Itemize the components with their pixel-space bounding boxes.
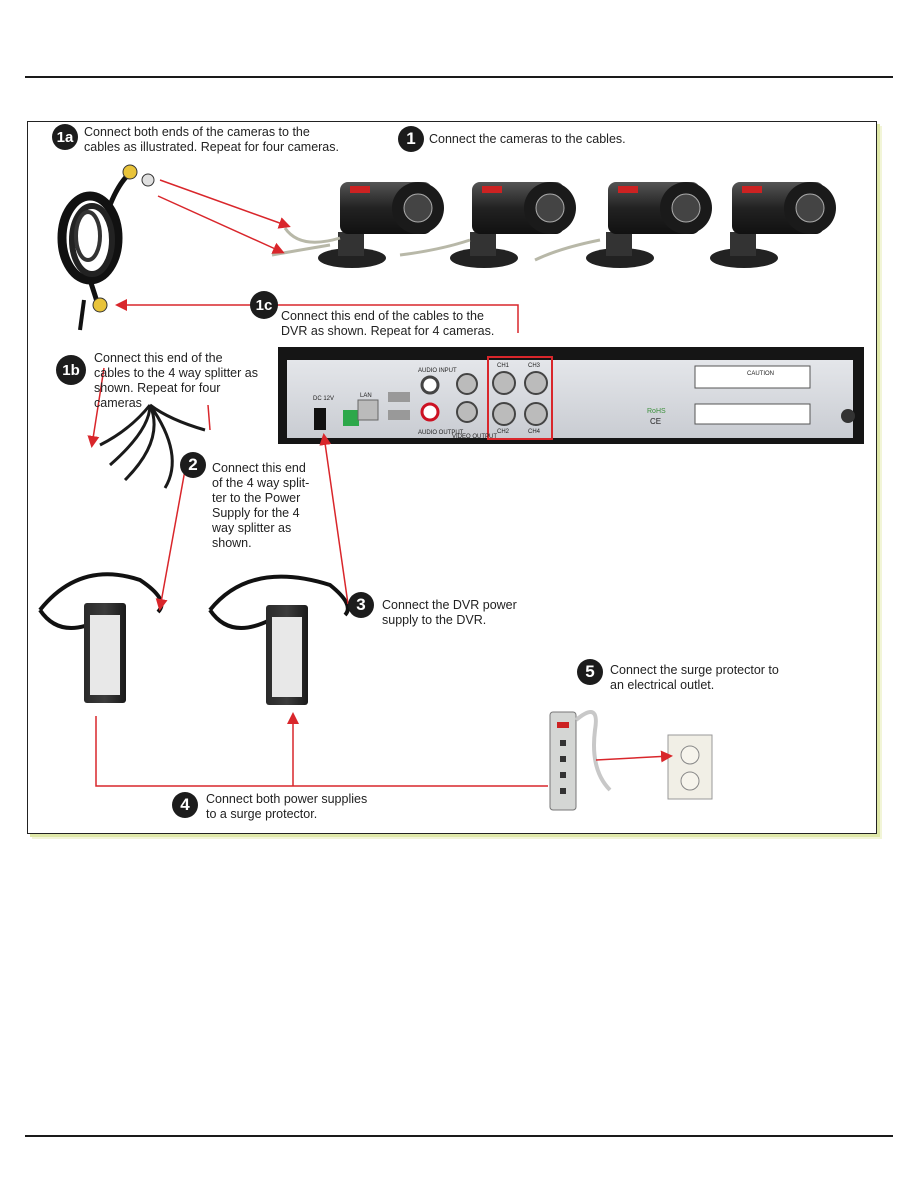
ch4-label: CH4 [528,429,541,435]
rohs-label: RoHS [647,408,666,415]
ch3-label: CH3 [528,363,541,369]
step-badge-1: 1 [398,126,424,152]
lan-label: LAN [360,393,372,399]
ch2-label: CH2 [497,429,510,435]
audio-input-label: AUDIO INPUT [418,368,457,374]
power-supply-dvr [208,574,350,705]
video-output-label: VIDEO OUTPUT [452,434,497,440]
connection-arrows [87,179,673,787]
step-badge-3: 3 [348,592,374,618]
ce-label: CE [650,417,661,426]
wall-outlet [667,734,713,800]
security-cameras [271,182,836,268]
step-4-caption: Connect both power supplies to a surge p… [206,792,368,821]
step-1a-caption: Connect both ends of the cameras to the … [84,125,339,154]
caution-label: CAUTION [747,371,774,377]
cable-coil [57,164,155,331]
header-rule [25,76,893,78]
step-3-caption: Connect the DVR power supply to the DVR. [382,598,517,627]
footer-rule [25,1135,893,1137]
step-5-caption: Connect the surge protector to an electr… [610,663,779,692]
step-1b-caption: Connect this end of the cables to the 4 … [94,351,258,410]
step-badge-1b: 1b [56,355,86,385]
dc-label: DC 12V [313,396,334,402]
step-badge-4: 4 [172,792,198,818]
dvr-port-labels: DC 12V LAN AUDIO INPUT AUDIO OUTPUT VIDE… [313,363,774,440]
ch1-label: CH1 [497,363,510,369]
step-badge-1a: 1a [52,124,78,150]
step-badge-5: 5 [577,659,603,685]
step-badge-1c: 1c [250,291,278,319]
surge-protector [549,710,612,811]
power-supply-splitter [38,572,164,703]
step-1-caption: Connect the cameras to the cables. [429,132,626,146]
dvr-rear-panel [278,347,864,444]
step-1c-caption: Connect this end of the cables to the DV… [281,309,495,338]
step-2-caption: Connect this end of the 4 way split- ter… [212,461,310,550]
four-way-splitter [99,403,206,489]
step-badge-2: 2 [180,452,206,478]
audio-output-label: AUDIO OUTPUT [418,430,464,436]
